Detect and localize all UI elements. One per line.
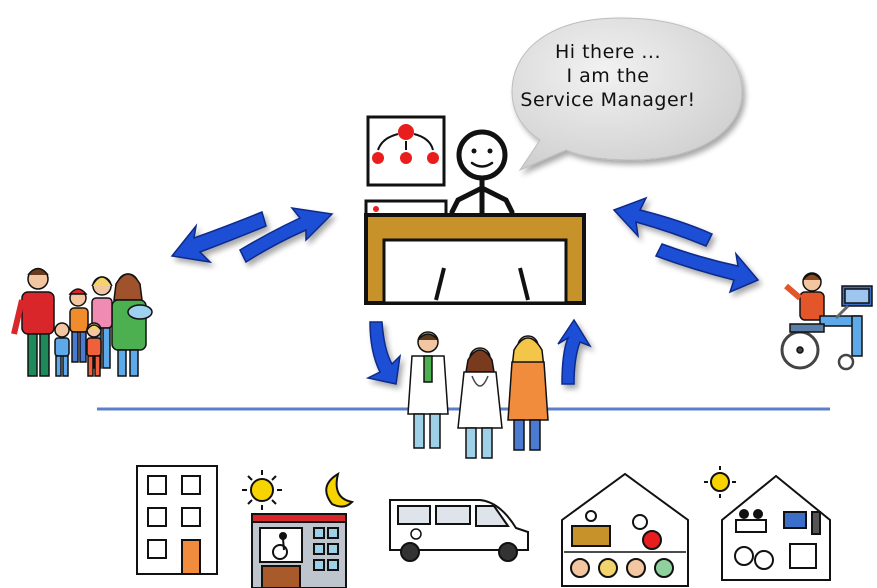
day-centre-house bbox=[561, 472, 689, 587]
speech-line-2: I am the bbox=[566, 65, 650, 87]
health-professionals bbox=[407, 331, 549, 459]
wheelchair-user-with-computer bbox=[780, 272, 873, 371]
family-group bbox=[11, 267, 153, 377]
moon-icon bbox=[325, 471, 355, 508]
arrows bbox=[170, 196, 760, 385]
speech-line-1: Hi there ... bbox=[554, 41, 662, 63]
activity-centre-house bbox=[704, 466, 831, 581]
org-chart-board bbox=[366, 115, 446, 187]
speech-line-3: Service Manager! bbox=[520, 89, 696, 111]
speech-bubble-text: Hi there ... I am the Service Manager! bbox=[508, 40, 708, 112]
sun-icon bbox=[242, 470, 282, 510]
desk bbox=[364, 199, 586, 305]
accessible-residence bbox=[251, 513, 347, 588]
speech-bubble bbox=[511, 17, 743, 172]
accessible-van bbox=[389, 499, 529, 562]
apartment-building bbox=[136, 465, 218, 575]
